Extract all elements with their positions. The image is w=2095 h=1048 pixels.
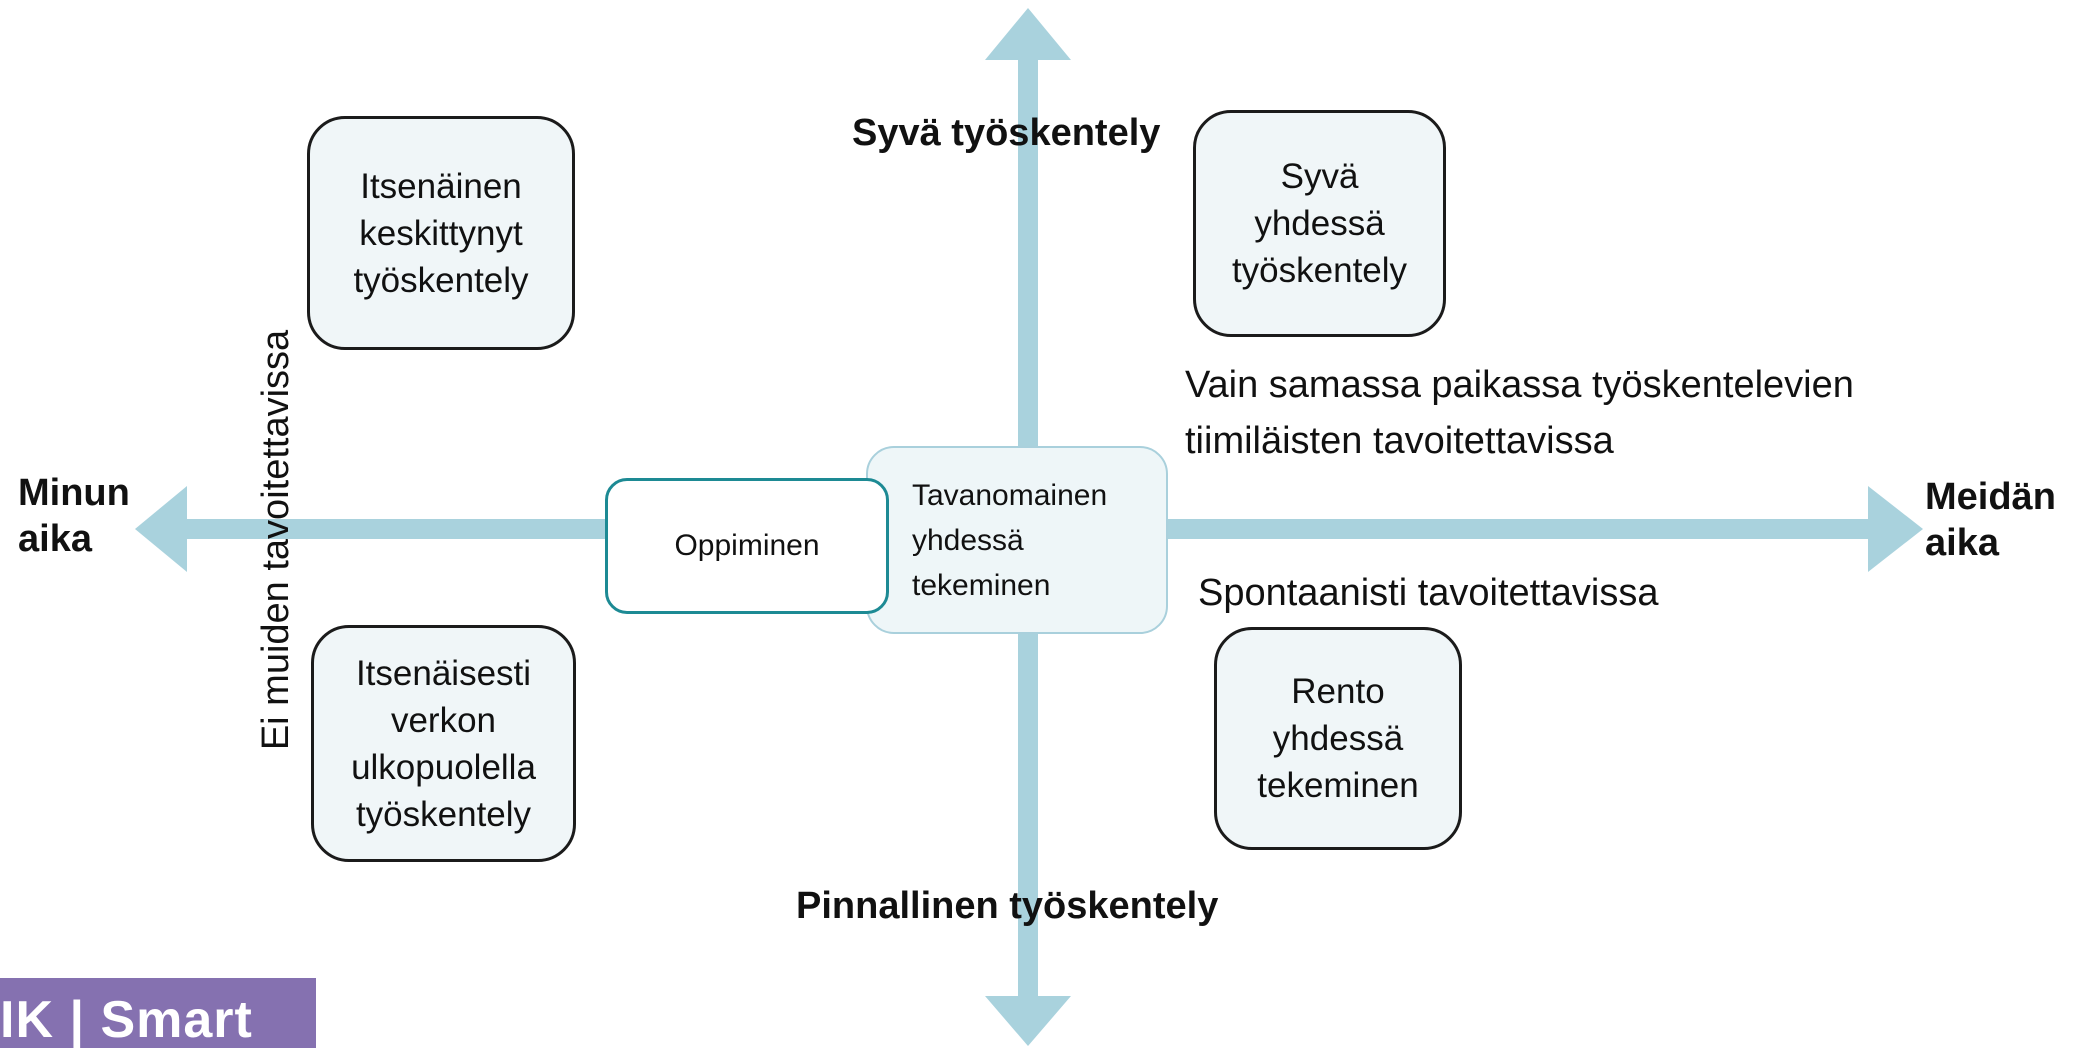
- box-independent-focused-label: Itsenäinen keskittynyt työskentely: [353, 166, 529, 300]
- box-relaxed-together-label: Rento yhdessä tekeminen: [1257, 672, 1419, 805]
- box-learning: Oppiminen: [605, 478, 889, 614]
- axis-label-top: Syvä työskentely: [852, 112, 1161, 154]
- box-deep-together-label: Syvä yhdessä työskentely: [1231, 157, 1408, 290]
- left-arrowhead: [135, 486, 187, 572]
- bottom-arrowhead: [985, 996, 1071, 1046]
- box-deep-together: Syvä yhdessä työskentely: [1193, 110, 1446, 337]
- box-ordinary-together: Tavanomainen yhdessä tekeminen: [866, 446, 1168, 634]
- box-independent-offline-label: Itsenäisesti verkon ulkopuolella työsken…: [351, 653, 536, 834]
- box-relaxed-together: Rento yhdessä tekeminen: [1214, 627, 1462, 850]
- brand-logo-text: IK | Smart: [0, 991, 253, 1048]
- annotation-not-reachable: Ei muiden tavoitettavissa: [255, 329, 297, 751]
- annotation-spontaneous: Spontaanisti tavoitettavissa: [1198, 572, 1659, 614]
- box-independent-offline: Itsenäisesti verkon ulkopuolella työsken…: [311, 625, 576, 862]
- brand-logo: IK | Smart: [0, 978, 316, 1048]
- axis-label-left: Minun aika: [18, 472, 130, 560]
- right-arrowhead: [1868, 486, 1923, 572]
- annotation-team-reachable: Vain samassa paikassa työskentelevien ti…: [1185, 364, 1854, 462]
- axis-label-bottom: Pinnallinen työskentely: [796, 885, 1219, 927]
- box-ordinary-together-label: Tavanomainen yhdessä tekeminen: [912, 478, 1108, 602]
- box-independent-focused: Itsenäinen keskittynyt työskentely: [307, 116, 575, 350]
- axis-label-right: Meidän aika: [1925, 476, 2056, 564]
- box-learning-label: Oppiminen: [674, 529, 820, 562]
- top-arrowhead: [985, 8, 1071, 60]
